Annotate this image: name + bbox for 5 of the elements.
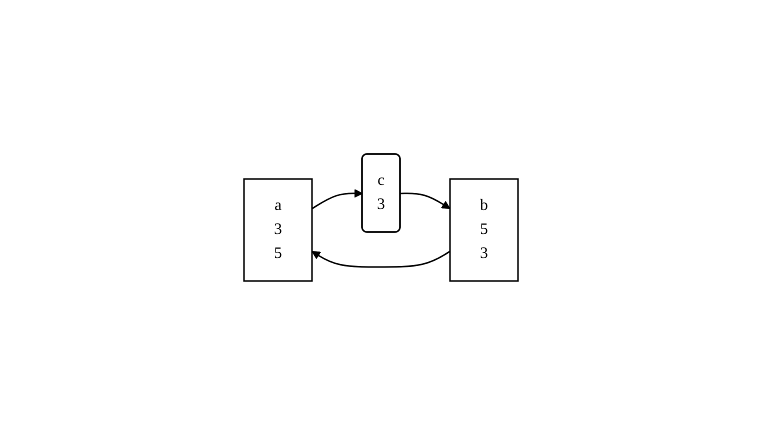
arrow — [400, 192, 450, 209]
arrow — [312, 250, 450, 268]
arrow — [312, 188, 363, 209]
node-box: b 5 3 — [449, 178, 519, 282]
node-box: a 3 5 — [243, 178, 313, 282]
